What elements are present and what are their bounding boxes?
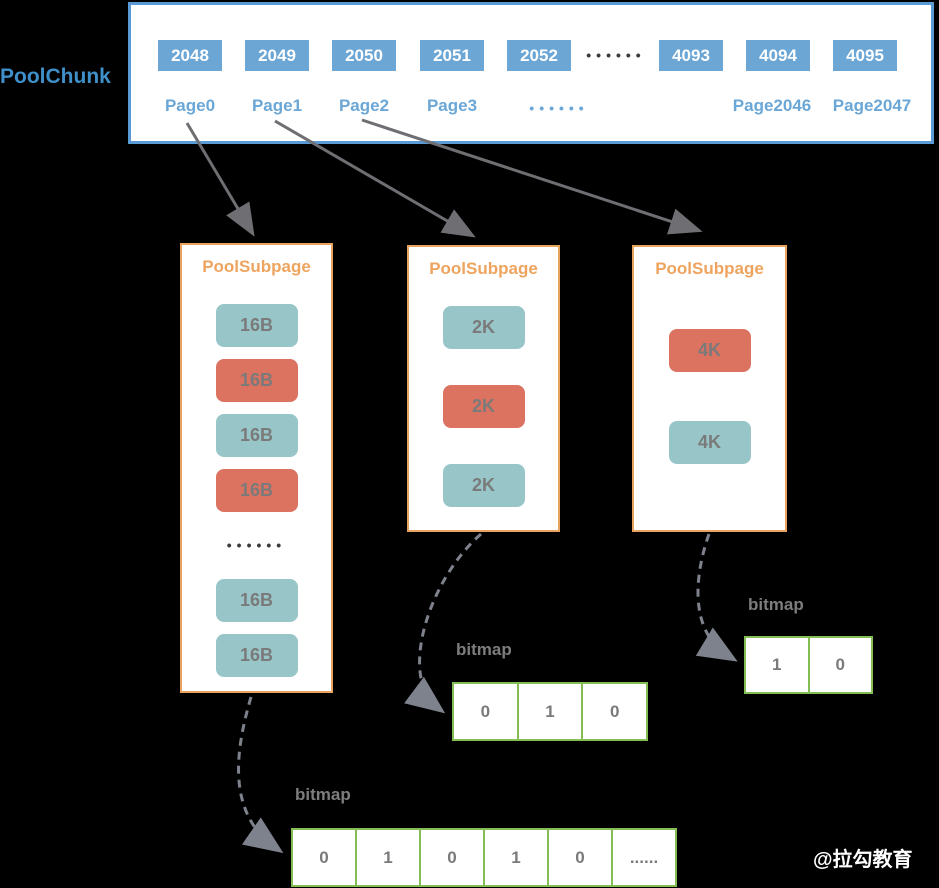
- poolsubpage-title: PoolSubpage: [655, 259, 764, 278]
- page-labels-ellipsis: ••••••: [529, 100, 589, 116]
- blocks-ellipsis: ••••••: [226, 537, 287, 553]
- bitmap-label: bitmap: [295, 785, 351, 804]
- page-number-2050: 2050: [332, 40, 396, 71]
- poolsubpage-box-16b: PoolSubpage 16B 16B 16B 16B •••••• 16B 1…: [180, 243, 333, 693]
- page-label-page2046: Page2046: [732, 96, 812, 115]
- memory-block-2k-used: 2K: [442, 385, 525, 428]
- bitmap-table-4k: 1 0: [744, 636, 873, 694]
- page-label-page3: Page3: [426, 96, 478, 115]
- bitmap-cell: 0: [421, 830, 485, 885]
- bitmap-cell: 1: [518, 684, 584, 739]
- page-numbers-ellipsis: ••••••: [586, 47, 646, 63]
- poolsubpage-box-4k: PoolSubpage 4K 4K: [632, 245, 787, 532]
- memory-block-2k-free: 2K: [442, 464, 525, 507]
- memory-block-16b-used: 16B: [215, 469, 298, 512]
- bitmap-label: bitmap: [456, 640, 512, 659]
- page-label-page2: Page2: [338, 96, 390, 115]
- poolsubpage-title: PoolSubpage: [429, 259, 538, 278]
- bitmap-cell: 1: [357, 830, 421, 885]
- memory-block-4k-free: 4K: [668, 421, 751, 464]
- memory-block-16b-free: 16B: [215, 414, 298, 457]
- page-number-2048: 2048: [158, 40, 222, 71]
- page-number-4093: 4093: [659, 40, 723, 71]
- bitmap-cell: 0: [583, 684, 647, 739]
- page-label-page2047: Page2047: [832, 96, 912, 115]
- poolsubpage-box-2k: PoolSubpage 2K 2K 2K: [407, 245, 560, 532]
- memory-block-16b-free: 16B: [215, 304, 298, 347]
- page-label-page1: Page1: [251, 96, 303, 115]
- page-number-2049: 2049: [245, 40, 309, 71]
- bitmap-cell-ellipsis: ......: [613, 830, 675, 885]
- memory-block-2k-free: 2K: [442, 306, 525, 349]
- bitmap-cell: 0: [809, 638, 871, 692]
- bitmap-label: bitmap: [748, 595, 804, 614]
- memory-block-16b-free: 16B: [215, 579, 298, 622]
- page-number-4094: 4094: [746, 40, 810, 71]
- page-number-4095: 4095: [833, 40, 897, 71]
- dashed-arrow-subpage1-to-bitmap: [237, 696, 284, 854]
- bitmap-cell: 0: [549, 830, 613, 885]
- page-number-2051: 2051: [420, 40, 484, 71]
- bitmap-table-16b: 0 1 0 1 0 ......: [291, 828, 677, 887]
- memory-block-16b-used: 16B: [215, 359, 298, 402]
- bitmap-cell: 1: [746, 638, 810, 692]
- dashed-arrow-subpage3-to-bitmap: [695, 533, 738, 662]
- bitmap-cell: 0: [293, 830, 357, 885]
- bitmap-table-2k: 0 1 0: [452, 682, 648, 741]
- watermark: @拉勾教育: [813, 849, 913, 871]
- bitmap-cell: 1: [485, 830, 549, 885]
- memory-block-4k-used: 4K: [668, 329, 751, 372]
- poolchunk-box: 2048 2049 2050 2051 2052 •••••• 4093 409…: [128, 2, 934, 144]
- page-label-page0: Page0: [164, 96, 216, 115]
- bitmap-cell: 0: [454, 684, 519, 739]
- poolchunk-title: PoolChunk: [0, 65, 111, 88]
- poolsubpage-title: PoolSubpage: [202, 257, 311, 276]
- memory-block-16b-free: 16B: [215, 634, 298, 677]
- page-number-2052: 2052: [507, 40, 571, 71]
